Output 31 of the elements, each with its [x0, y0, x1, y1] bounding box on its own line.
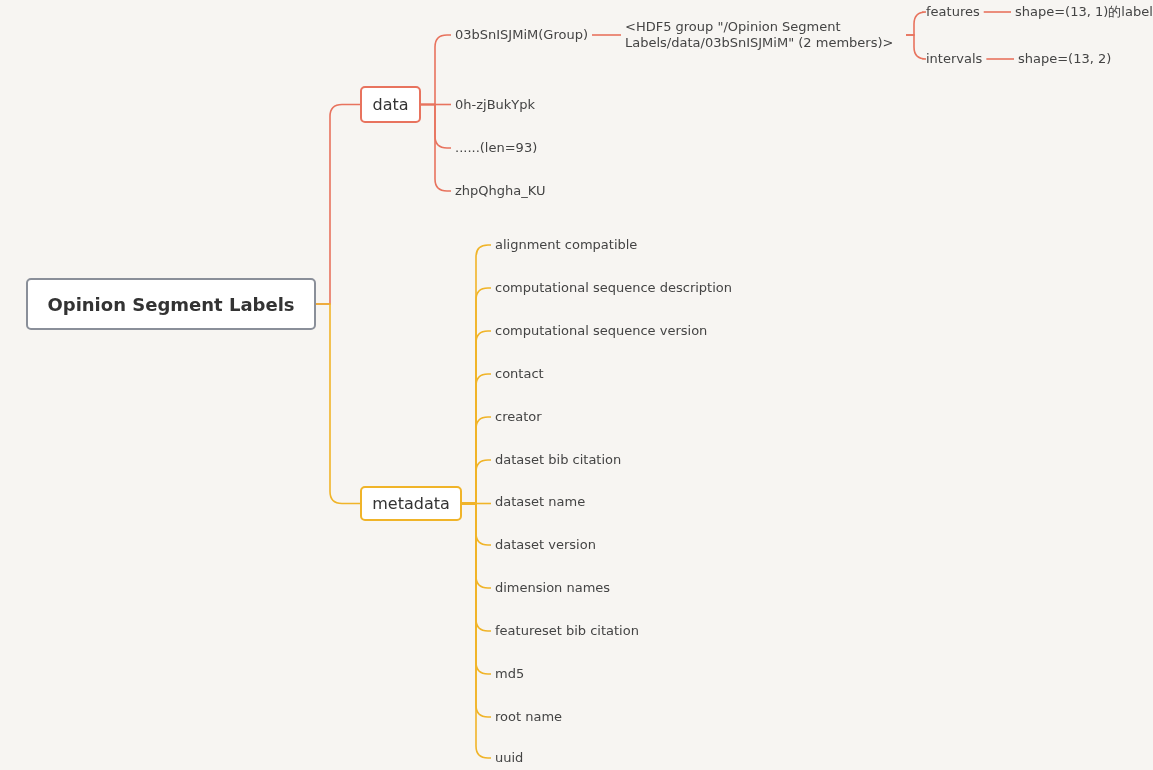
branch-line	[420, 103, 452, 192]
topic-label: ......(len=93)	[451, 138, 542, 158]
topic-label: uuid	[491, 748, 528, 768]
topic-label: dimension names	[491, 578, 615, 598]
topic-label: contact	[491, 364, 548, 384]
topic-label: zhpQhgha_KU	[451, 181, 550, 201]
branch-line	[905, 34, 927, 60]
topic-label: features	[922, 2, 984, 22]
topic-label: <HDF5 group "/Opinion Segment Labels/data/03bSnISJMiM" (2 members)>	[621, 19, 906, 51]
topic-label: featureset bib citation	[491, 621, 643, 641]
topic-box: data	[360, 86, 421, 123]
branch-line	[982, 11, 1012, 13]
branch-line	[591, 34, 622, 36]
topic-label: creator	[491, 407, 546, 427]
topic-label: dataset name	[491, 492, 590, 512]
topic-label: alignment compatible	[491, 235, 642, 255]
branch-line	[985, 58, 1015, 60]
topic-label: dataset version	[491, 535, 600, 555]
topic-label: 0h-zjBukYpk	[451, 95, 540, 115]
topic-label: intervals	[922, 49, 987, 69]
topic-label: dataset bib citation	[491, 450, 626, 470]
topic-label: computational sequence version	[491, 321, 712, 341]
topic-label: shape=(13, 1)的label	[1011, 2, 1153, 22]
branch-line	[315, 303, 361, 505]
topic-label: 03bSnISJMiM(Group)	[451, 25, 592, 45]
topic-label: shape=(13, 2)	[1014, 49, 1116, 69]
topic-box: metadata	[360, 486, 462, 521]
topic-label: root name	[491, 707, 567, 727]
topic-label: computational sequence description	[491, 278, 736, 298]
topic-label: md5	[491, 664, 529, 684]
root-topic-box: Opinion Segment Labels	[26, 278, 316, 330]
